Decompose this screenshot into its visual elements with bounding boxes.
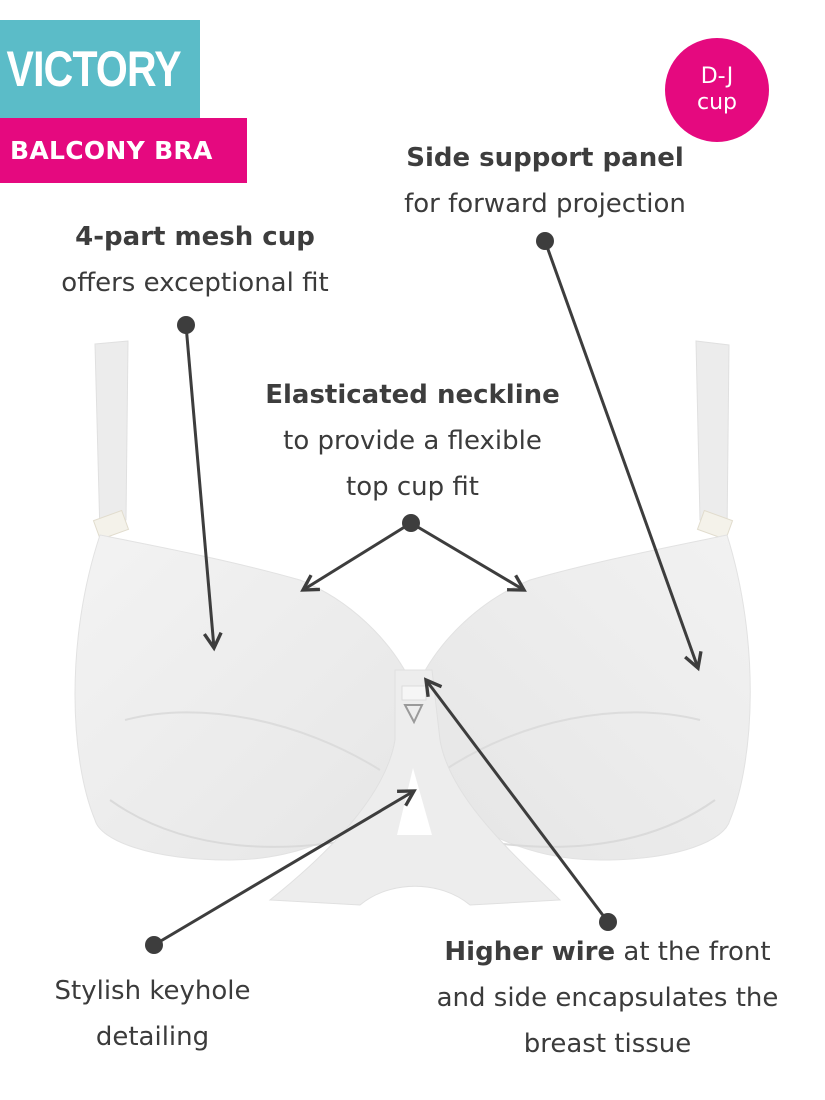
callout-heading: Side support panel bbox=[406, 143, 684, 173]
callout-keyhole: Stylish keyhole detailing bbox=[30, 968, 275, 1060]
dot-icon bbox=[536, 232, 554, 250]
callout-higher-wire: Higher wire at the front and side encaps… bbox=[400, 929, 815, 1067]
callout-body: to provide a flexible bbox=[283, 426, 542, 456]
callout-heading: Elasticated neckline bbox=[265, 380, 560, 410]
dot-icon bbox=[177, 316, 195, 334]
callout-heading: Higher wire bbox=[444, 937, 616, 967]
pointer-dots bbox=[145, 232, 617, 954]
left-strap bbox=[92, 340, 130, 541]
dot-icon bbox=[599, 913, 617, 931]
callout-heading-suffix: at the front bbox=[615, 937, 771, 967]
callout-body: breast tissue bbox=[523, 1029, 692, 1059]
callout-body: offers exceptional fit bbox=[61, 268, 329, 298]
callout-body: for forward projection bbox=[404, 189, 686, 219]
mesh-cup-pointer bbox=[184, 324, 223, 652]
callout-mesh-cup: 4-part mesh cup offers exceptional fit bbox=[30, 214, 360, 306]
left-cup bbox=[74, 534, 413, 861]
cup-size-range: D-J bbox=[700, 64, 734, 89]
cup-size-badge: D-J cup bbox=[665, 38, 769, 142]
callout-side-support: Side support panel for forward projectio… bbox=[370, 135, 720, 227]
pointer-lines bbox=[153, 240, 703, 947]
callout-body: top cup fit bbox=[346, 472, 479, 502]
callout-body: and side encapsulates the bbox=[436, 983, 779, 1013]
product-name-banner: VICTORY bbox=[0, 20, 200, 118]
neckline-right-pointer bbox=[410, 521, 527, 592]
right-strap bbox=[695, 340, 734, 541]
dot-icon bbox=[145, 936, 163, 954]
callout-body: Stylish keyhole bbox=[54, 976, 251, 1006]
product-type-banner: BALCONY BRA bbox=[0, 118, 247, 183]
callout-body: detailing bbox=[95, 1022, 210, 1052]
dot-icon bbox=[402, 514, 420, 532]
product-name: VICTORY bbox=[6, 41, 182, 97]
cup-size-label: cup bbox=[696, 90, 737, 115]
callout-heading: 4-part mesh cup bbox=[75, 222, 315, 252]
higher-wire-pointer bbox=[423, 677, 610, 923]
callout-neckline: Elasticated neckline to provide a flexib… bbox=[245, 372, 580, 510]
gore-ring bbox=[403, 704, 424, 725]
neckline-left-pointer bbox=[300, 521, 412, 592]
side-support-pointer bbox=[543, 240, 703, 672]
keyhole-pointer bbox=[153, 789, 417, 947]
product-type: BALCONY BRA bbox=[10, 136, 213, 165]
